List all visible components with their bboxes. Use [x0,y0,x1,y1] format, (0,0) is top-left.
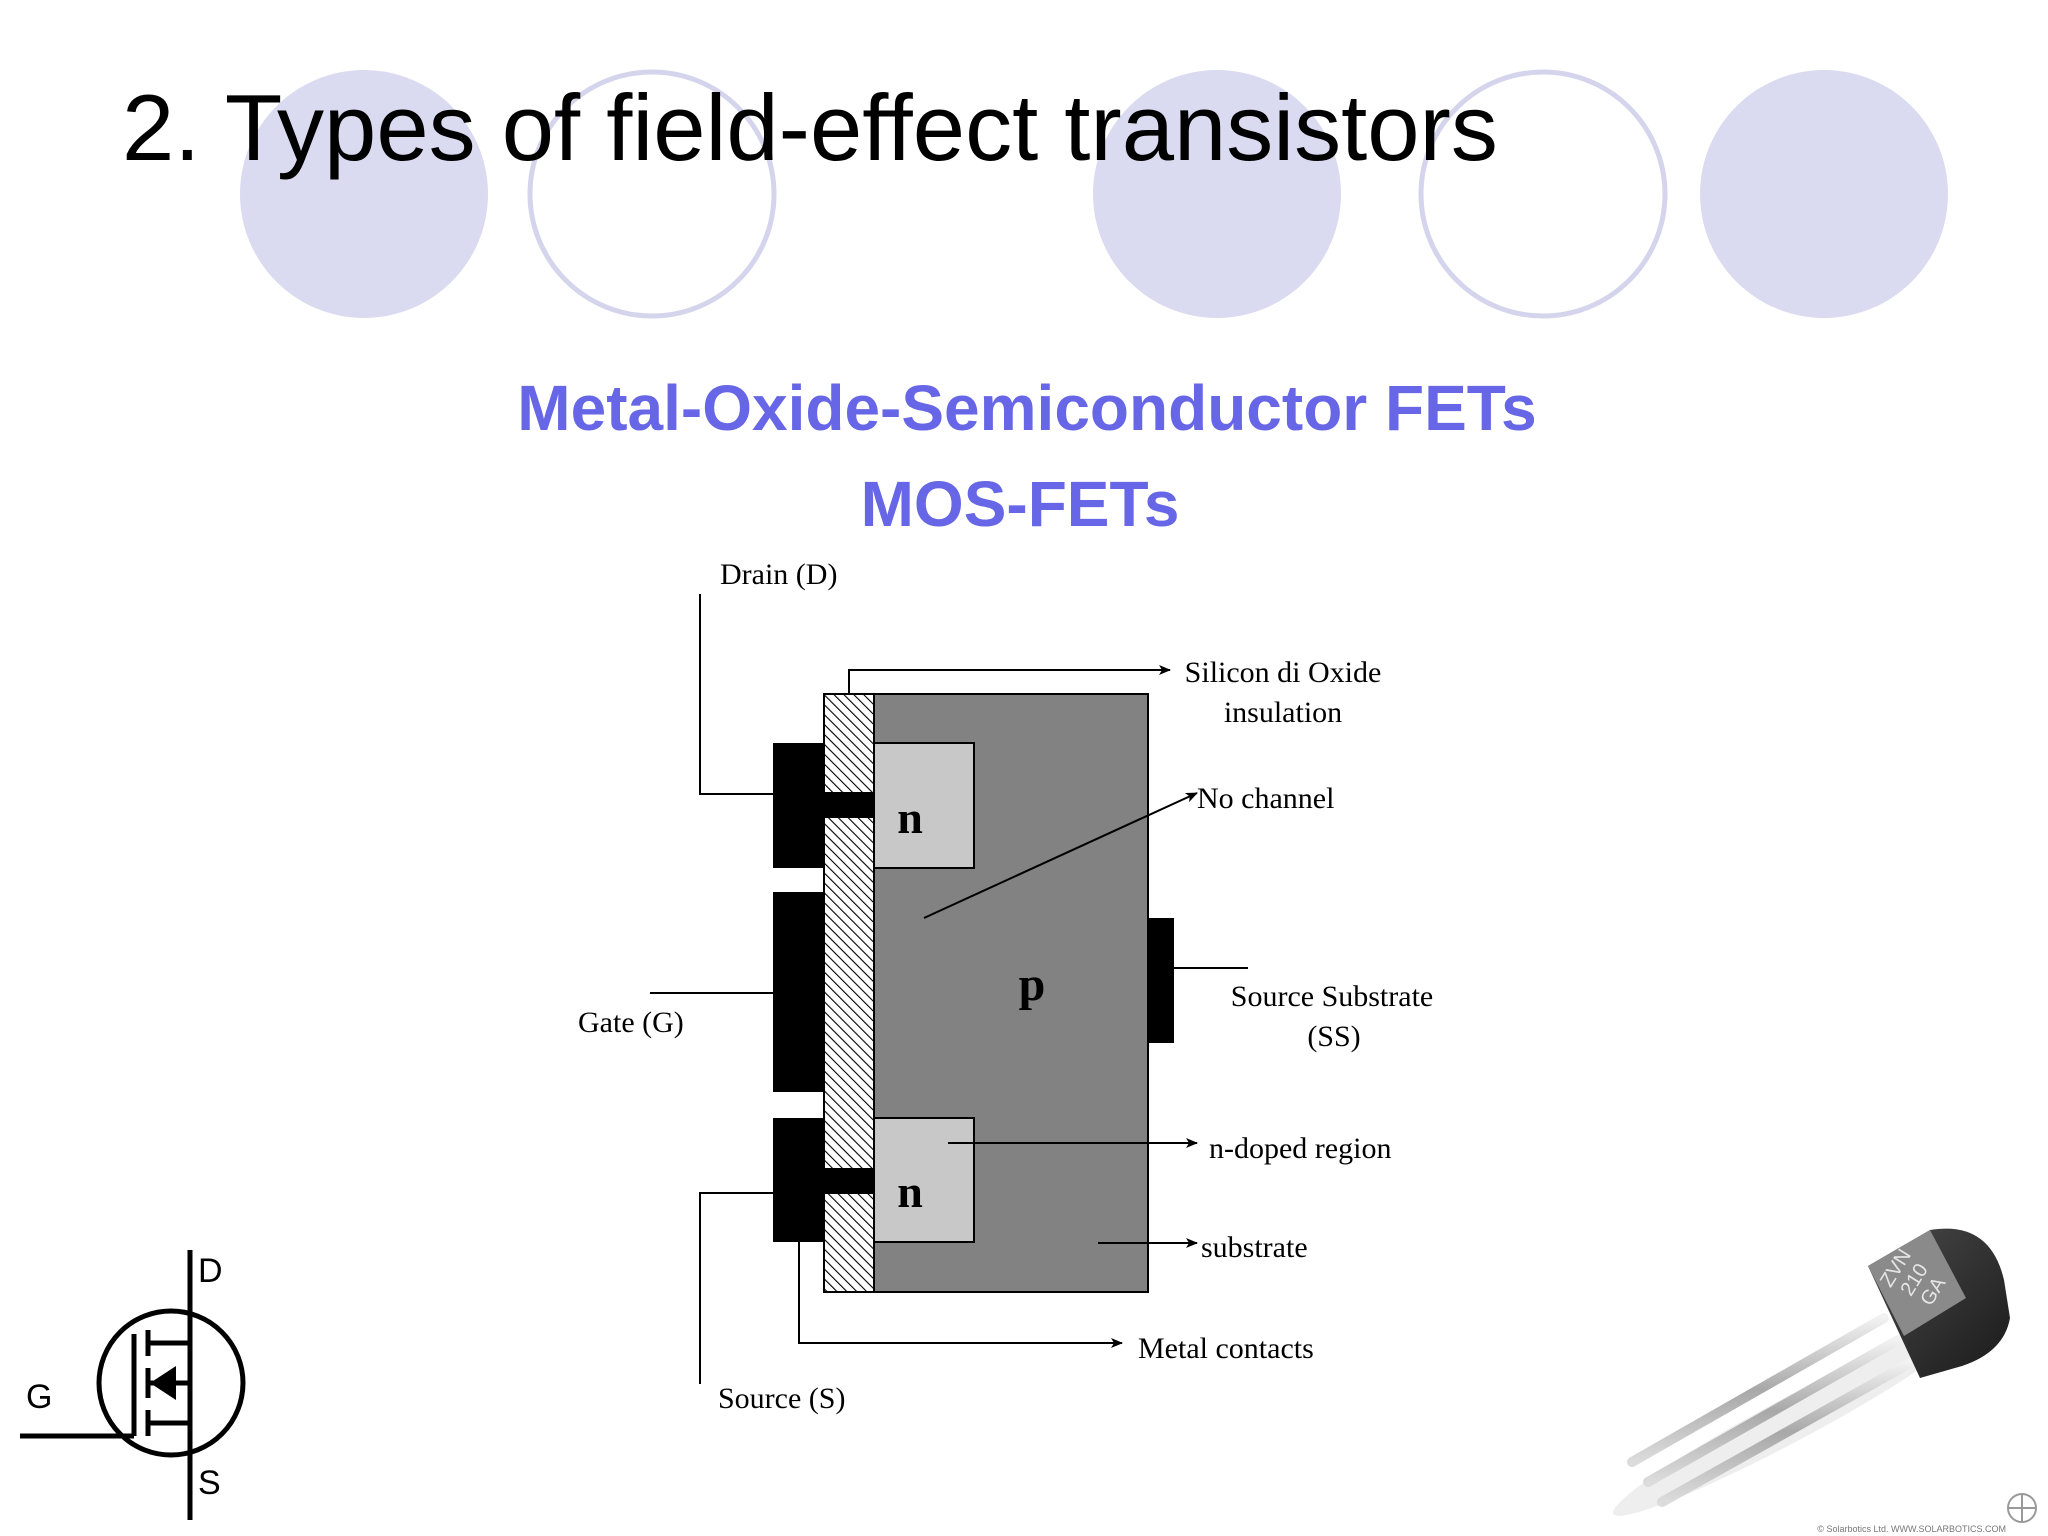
source-substrate-label-line2: (SS) [1307,1020,1360,1053]
drain-lead [699,594,773,795]
subtitle-line-1: Metal-Oxide-Semiconductor FETs [517,372,1537,444]
n-region-top [873,742,975,869]
subtitle-line-2: MOS-FETs [860,468,1180,540]
photo-credit: © Solarbotics Ltd. WWW.SOLARBOTICS.COM [1817,1524,2006,1534]
mosfet-symbol-icon [20,1250,246,1520]
oxide-label-line2: insulation [1224,696,1342,729]
metal-contacts-arrow [798,1242,1123,1348]
n-top-label: n [897,792,923,843]
transistor-photo-image: ZVN 210 GA [1613,1228,2010,1516]
deco-circle-filled-1 [240,70,488,318]
gate-contact [773,892,825,1092]
n-doped-label: n-doped region [1209,1132,1391,1165]
solarbotics-logo-icon [2007,1493,2037,1523]
gate-label: Gate (G) [578,1006,684,1039]
symbol-d-label: D [198,1252,223,1290]
p-region-label: p [1019,958,1046,1011]
deco-circle-outline-1 [527,69,777,319]
slide-title: 2. Types of field-effect transistors [122,75,1498,180]
substrate-label: substrate [1201,1231,1308,1264]
deco-circle-filled-2 [1093,70,1341,318]
metal-contacts-label: Metal contacts [1138,1332,1314,1365]
oxide-layer [823,693,875,1293]
source-contact-bridge [824,1168,874,1194]
no-channel-label: No channel [1197,782,1334,815]
symbol-g-label: G [26,1378,52,1416]
symbol-s-label: S [198,1464,221,1502]
no-channel-arrow [923,792,1198,919]
drain-label: Drain (D) [720,558,837,591]
oxide-arrow [848,665,1171,694]
deco-circle-filled-3 [1700,70,1948,318]
source-label: Source (S) [718,1382,845,1415]
drain-contact [773,743,825,868]
n-bottom-label: n [897,1166,923,1217]
source-lead [699,1192,773,1384]
oxide-label-line1: Silicon di Oxide [1185,656,1382,689]
source-contact [773,1118,825,1242]
n-region-bottom [873,1117,975,1243]
deco-circle-outline-2 [1418,69,1668,319]
drain-contact-bridge [824,792,874,818]
substrate-contact [1148,918,1174,1043]
source-substrate-label-line1: Source Substrate [1231,980,1433,1013]
